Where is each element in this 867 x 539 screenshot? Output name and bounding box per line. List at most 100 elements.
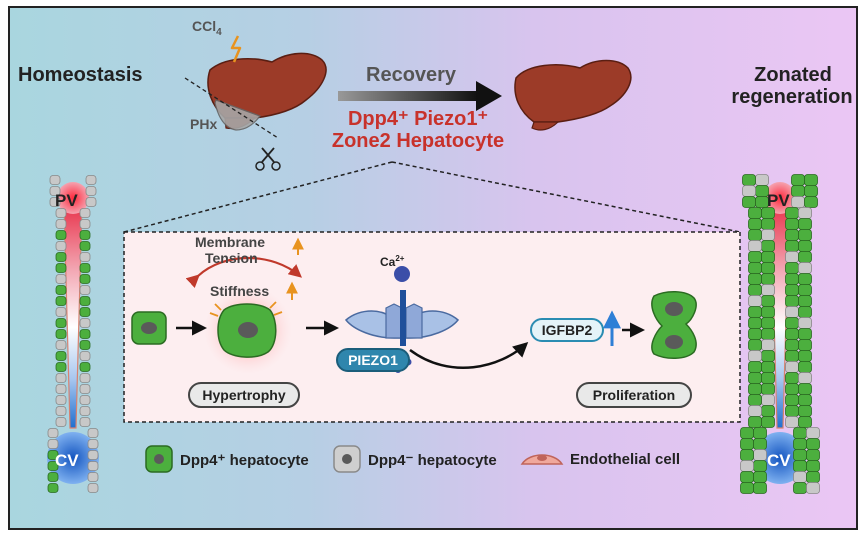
dpp4-negative-cell: [55, 307, 67, 317]
dpp4-positive-cell: [761, 328, 775, 340]
dpp4-positive-cell: [798, 273, 812, 285]
portal-vein: [764, 182, 796, 214]
dpp4-negative-cell: [806, 427, 820, 439]
dpp4-positive-cell: [804, 174, 818, 186]
dpp4-negative-cell: [79, 373, 91, 383]
dpp4-positive-cell: [79, 329, 91, 339]
legend-dpp4-neg-label: Dpp4⁻ hepatocyte: [368, 452, 497, 469]
proliferation-tag: Proliferation: [576, 382, 692, 408]
dpp4-positive-cell: [748, 273, 762, 285]
dpp4-positive-cell: [55, 351, 67, 361]
dpp4-negative-cell: [49, 197, 61, 207]
dpp4-positive-cell: [785, 383, 799, 395]
dpp4-positive-cell: [761, 383, 775, 395]
piezo1-channel: [344, 266, 529, 373]
dpp4-negative-cell: [761, 284, 775, 296]
central-vein: [754, 432, 806, 484]
dpp4-positive-cell: [785, 229, 799, 241]
dpp4-negative-cell: [87, 472, 99, 482]
dpp4-positive-cell: [55, 329, 67, 339]
dpp4-negative-cell: [748, 295, 762, 307]
legend-dpp4-pos-icon: [145, 445, 173, 473]
dpp4-positive-cell: [785, 295, 799, 307]
dpp4-positive-cell: [761, 317, 775, 329]
dpp4-negative-cell: [748, 350, 762, 362]
dpp4-positive-cell: [761, 251, 775, 263]
dpp4-positive-cell: [748, 262, 762, 274]
dpp4-negative-cell: [753, 449, 767, 461]
dpp4-negative-cell: [79, 384, 91, 394]
dpp4-positive-cell: [55, 362, 67, 372]
dpp4-positive-cell: [748, 218, 762, 230]
piezo1-badge: PIEZO1: [336, 348, 410, 372]
dpp4-positive-cell: [79, 340, 91, 350]
dpp4-positive-cell: [753, 460, 767, 472]
dpp4-negative-cell: [755, 174, 769, 186]
dpp4-positive-cell: [798, 394, 812, 406]
dpp4-positive-cell: [785, 240, 799, 252]
dpp4-positive-cell: [47, 450, 59, 460]
scissors-icon: [255, 147, 281, 171]
dpp4-positive-cell: [748, 317, 762, 329]
dpp4-positive-cell: [753, 427, 767, 439]
dpp4-positive-cell: [798, 251, 812, 263]
dpp4-positive-cell: [761, 218, 775, 230]
dpp4-negative-cell: [742, 185, 756, 197]
hypertrophic-hepatocyte: [204, 286, 292, 374]
dpp4-positive-cell: [798, 306, 812, 318]
dpp4-positive-cell: [742, 174, 756, 186]
dpp4-positive-cell: [55, 230, 67, 240]
dpp4-positive-cell: [793, 460, 807, 472]
legend-endothelial-icon: [520, 454, 564, 465]
hypertrophy-tag: Hypertrophy: [188, 382, 300, 408]
dpp4-negative-cell: [79, 417, 91, 427]
figure-frame: Homeostasis Zonated regeneration CCl4 PH…: [8, 6, 858, 530]
dpp4-positive-cell: [748, 207, 762, 219]
dpp4-negative-cell: [79, 285, 91, 295]
dpp4-negative-cell: [85, 197, 97, 207]
homeostasis-label: Homeostasis: [18, 64, 143, 86]
dpp4-negative-cell: [761, 394, 775, 406]
dpp4-negative-cell: [79, 252, 91, 262]
dpp4-positive-cell: [798, 361, 812, 373]
dpp4-positive-cell: [748, 339, 762, 351]
dpp4-negative-cell: [791, 196, 805, 208]
dpp4-positive-cell: [785, 372, 799, 384]
zonated-label-line2: regeneration: [731, 86, 853, 108]
dpp4-positive-cell: [798, 284, 812, 296]
dpp4-negative-cell: [55, 241, 67, 251]
dpp4-negative-cell: [79, 219, 91, 229]
dpp4-positive-cell: [740, 482, 754, 494]
ccl4-label: CCl4: [192, 18, 222, 38]
dividing-hepatocyte: [651, 291, 697, 359]
dpp4-positive-cell: [785, 218, 799, 230]
dpp4-positive-cell: [740, 427, 754, 439]
dpp4-positive-cell: [798, 328, 812, 340]
dpp4-positive-cell: [798, 240, 812, 252]
dpp4-positive-cell: [742, 196, 756, 208]
dpp4-negative-cell: [79, 351, 91, 361]
dpp4-negative-cell: [79, 318, 91, 328]
dpp4-negative-cell: [79, 208, 91, 218]
dpp4-positive-cell: [806, 471, 820, 483]
dpp4-positive-cell: [79, 263, 91, 273]
dpp4-negative-cell: [785, 361, 799, 373]
portal-vein: [57, 182, 89, 214]
dpp4-negative-cell: [87, 428, 99, 438]
dpp4-positive-cell: [761, 350, 775, 362]
dpp4-positive-cell: [806, 438, 820, 450]
dpp4-positive-cell: [47, 461, 59, 471]
dpp4-positive-cell: [785, 350, 799, 362]
legend-dpp4-neg-icon: [333, 445, 361, 473]
dpp4-positive-cell: [55, 318, 67, 328]
dpp4-negative-cell: [55, 208, 67, 218]
dpp4-positive-cell: [793, 449, 807, 461]
cv-right-label: CV: [767, 451, 791, 470]
dpp4-positive-cell: [740, 449, 754, 461]
dpp4-positive-cell: [791, 185, 805, 197]
dpp4-positive-cell: [785, 284, 799, 296]
regeneration-lobule: [740, 174, 820, 494]
dpp4-positive-cell: [806, 460, 820, 472]
dpp4-positive-cell: [47, 483, 59, 493]
dpp4-positive-cell: [748, 394, 762, 406]
